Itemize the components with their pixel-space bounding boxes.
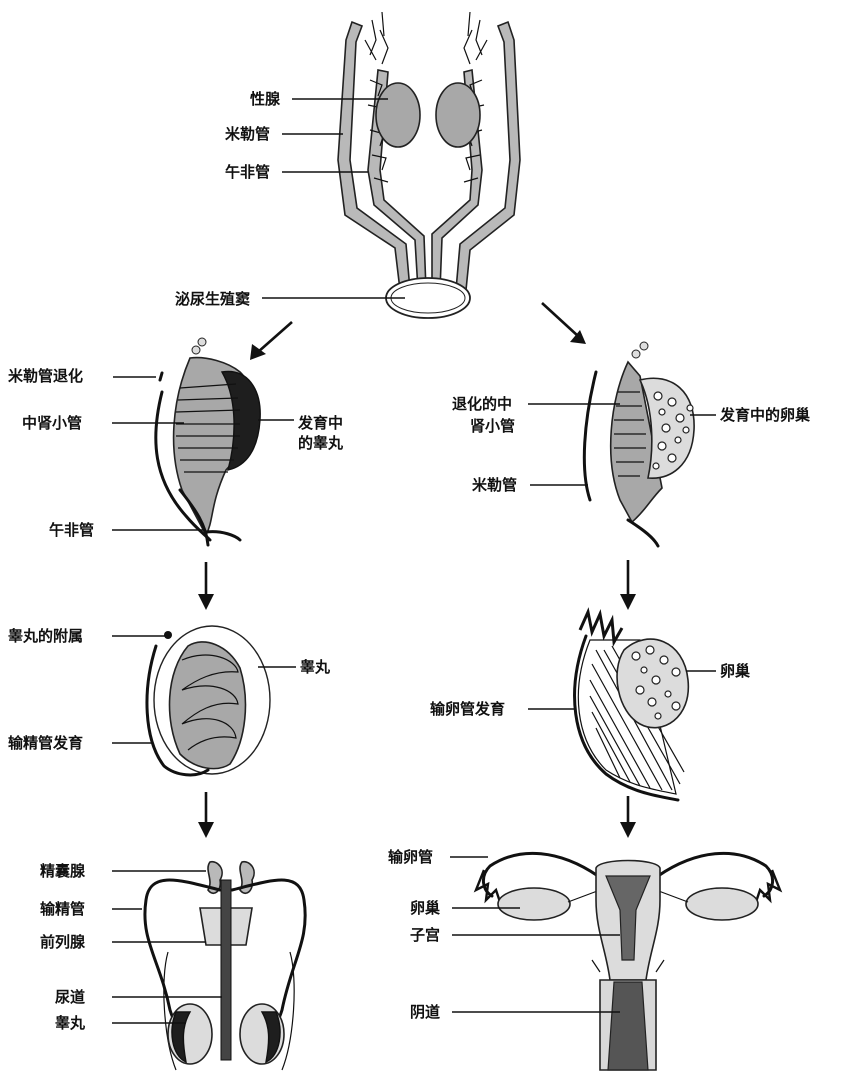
label-oviduct-developing: 输卵管发育 — [430, 700, 505, 718]
indifferent-stage-illustration — [338, 12, 520, 318]
label-ovary: 卵巢 — [720, 662, 750, 680]
label-testis: 睾丸 — [300, 658, 331, 676]
arrow-down-male-1 — [198, 562, 214, 610]
label-developing-testis-line1: 发育中 — [297, 414, 343, 432]
ovary-left-shape — [498, 888, 570, 920]
female-adult-illustration — [476, 853, 780, 1070]
label-ovary-adult: 卵巢 — [410, 899, 440, 917]
label-developing-ovary: 发育中的卵巢 — [719, 406, 810, 424]
label-degenerated-tubules-line1: 退化的中 — [452, 395, 512, 413]
label-vas-deferens-developing: 输精管发育 — [8, 734, 83, 752]
label-mullerian-duct-female: 米勒管 — [472, 476, 517, 494]
male-adult-illustration — [145, 862, 305, 1070]
ovary-right-shape — [686, 888, 758, 920]
label-gonad: 性腺 — [250, 90, 281, 108]
label-mullerian-regress: 米勒管退化 — [8, 367, 83, 385]
male-stage2-illustration — [147, 626, 270, 775]
label-urethra: 尿道 — [55, 988, 85, 1006]
label-wolffian-duct: 午非管 — [225, 163, 270, 181]
label-vagina: 阴道 — [410, 1003, 440, 1021]
arrow-down-male-2 — [198, 792, 214, 838]
female-stage1-illustration — [584, 342, 694, 546]
label-vas-deferens: 输精管 — [40, 900, 85, 918]
label-developing-testis-line2: 的睾丸 — [298, 434, 344, 452]
label-urogenital-sinus: 泌尿生殖窦 — [175, 290, 250, 308]
label-seminal-vesicle: 精囊腺 — [40, 862, 86, 880]
label-oviduct: 输卵管 — [388, 848, 433, 866]
label-prostate: 前列腺 — [40, 933, 86, 951]
arrow-down-female-1 — [620, 560, 636, 610]
gonad-left-shape — [376, 83, 420, 147]
urethra-shape — [221, 880, 231, 1060]
arrow-to-female — [542, 303, 586, 344]
label-wolffian-duct-male: 午非管 — [49, 521, 94, 539]
male-stage1-illustration — [156, 338, 260, 545]
label-mullerian-duct: 米勒管 — [225, 125, 270, 143]
label-mesonephric-tubules: 中肾小管 — [22, 414, 82, 432]
label-degenerated-tubules-line2: 肾小管 — [470, 417, 515, 435]
arrow-to-male — [250, 322, 292, 360]
arrow-down-female-2 — [620, 796, 636, 838]
female-stage2-illustration — [575, 612, 689, 800]
gonad-right-shape — [436, 83, 480, 147]
label-uterus: 子宫 — [410, 926, 440, 944]
label-testis-appendage: 睾丸的附属 — [8, 627, 83, 645]
label-testis-adult: 睾丸 — [55, 1014, 86, 1032]
